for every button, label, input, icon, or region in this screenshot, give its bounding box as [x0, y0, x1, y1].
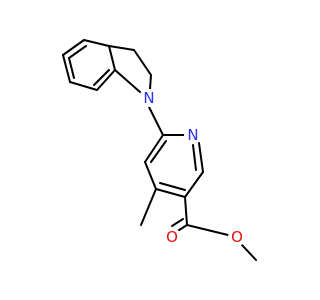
bond-c-carbonyl [184, 196, 188, 226]
atom-label-pyridine-n: N [187, 126, 198, 144]
bond-ar-4 [96, 69, 116, 91]
bond-ar-3 [108, 45, 116, 71]
bond-py-2 [198, 142, 204, 173]
bond-ar-2 [83, 39, 110, 47]
bond-ar-5 [69, 81, 98, 91]
atom-label-layer: N N O O [140, 89, 246, 246]
atom-carbonyl-oxygen: O [163, 228, 181, 246]
bond-ar-1 [62, 39, 85, 56]
bond-layer [62, 39, 257, 261]
bond-py-4 [155, 188, 186, 198]
atom-indoline-nitrogen-mask [140, 89, 158, 107]
molecule-structure-diagram: N N O O [62, 39, 257, 261]
bond-py-6 [144, 134, 164, 163]
atom-ester-oxygen-mask [228, 228, 246, 246]
bond-ar-1-inner [68, 45, 87, 59]
bond-ar-n [114, 69, 141, 93]
atom-label-indoline-n: N [143, 89, 154, 107]
atom-indoline-nitrogen: N [140, 89, 158, 107]
bond-n-c6 [148, 106, 164, 136]
atom-pyridine-nitrogen-mask [184, 126, 202, 144]
bond-ar-6-inner [68, 57, 75, 79]
atom-pyridine-nitrogen: N [184, 126, 202, 144]
bond-carbonyl-o-double [171, 218, 184, 227]
atom-ester-oxygen: O [228, 228, 246, 246]
atom-label-ester-o: O [231, 228, 243, 246]
bond-ch2-1 [108, 45, 135, 51]
bond-ch2-n [149, 74, 152, 90]
bond-py-4-inner [159, 182, 186, 191]
bond-ester-o-ch3 [241, 244, 257, 261]
bond-ch2-2 [133, 49, 152, 76]
bond-py-6-inner [150, 140, 167, 163]
bond-ar-6 [62, 54, 71, 83]
bond-methyl [140, 188, 157, 226]
bond-py-3 [184, 171, 204, 198]
bond-py-2-inner [192, 144, 197, 171]
atom-carbonyl-oxygen-mask [163, 228, 181, 246]
bond-ar-4-inner [93, 69, 110, 86]
bond-c-ester-o [186, 224, 229, 236]
atom-label-carbonyl-o: O [166, 228, 178, 246]
bond-py-5 [144, 161, 157, 190]
